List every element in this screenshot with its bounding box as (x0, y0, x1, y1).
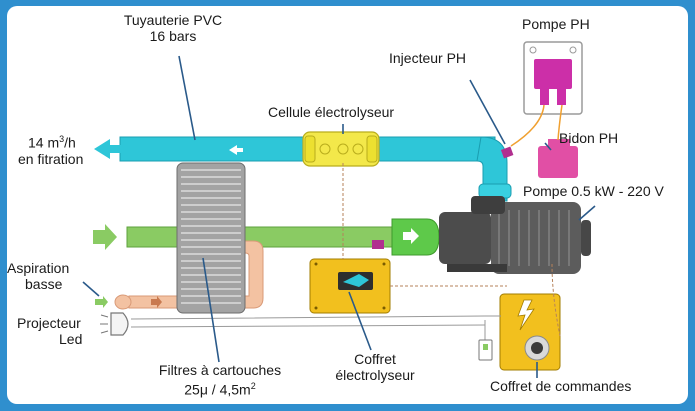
ph-canister (538, 139, 578, 178)
led-cables (130, 315, 501, 340)
ph-dosing-pump (523, 41, 583, 115)
control-box-label: Coffret de commandes (490, 378, 632, 394)
filter-pipe (95, 240, 264, 310)
led-projector (100, 312, 129, 336)
flow-in-arrow-icon (93, 224, 117, 250)
flow-rate-label: 14 m3/h en fitration (18, 134, 84, 167)
flow-out-arrow-icon (94, 139, 124, 159)
flow-direction-arrow-icon (403, 228, 419, 244)
cartridge-filter-label: Filtres à cartouches 25μ / 4,5m2 (158, 362, 282, 398)
cartridge-filter (176, 162, 246, 314)
flow-direction-arrow-icon (229, 145, 243, 155)
leader-lines (82, 55, 596, 378)
ph-injector-label: Injecteur PH (389, 50, 467, 66)
suction-pipe (93, 218, 440, 256)
electrolysis-control-box (309, 240, 391, 314)
ph-injector (500, 146, 514, 159)
ph-canister-label: Bidon PH (559, 130, 619, 146)
pump (439, 196, 591, 274)
pump-label: Pompe 0.5 kW - 220 V (523, 183, 664, 199)
ph-injection-tube (510, 104, 545, 147)
inlet-arrow-icon (95, 296, 108, 308)
ph-suction-tube (557, 104, 563, 141)
installation-diagram (82, 41, 596, 378)
lightning-icon (517, 299, 535, 331)
light-switch (478, 339, 493, 361)
electrolysis-cell-label: Cellule électrolyseur (268, 104, 395, 120)
main-control-box (499, 293, 561, 371)
electrolysis-cell (302, 131, 380, 167)
ph-pump-label: Pompe PH (522, 16, 590, 32)
electrical-cables (342, 163, 561, 337)
